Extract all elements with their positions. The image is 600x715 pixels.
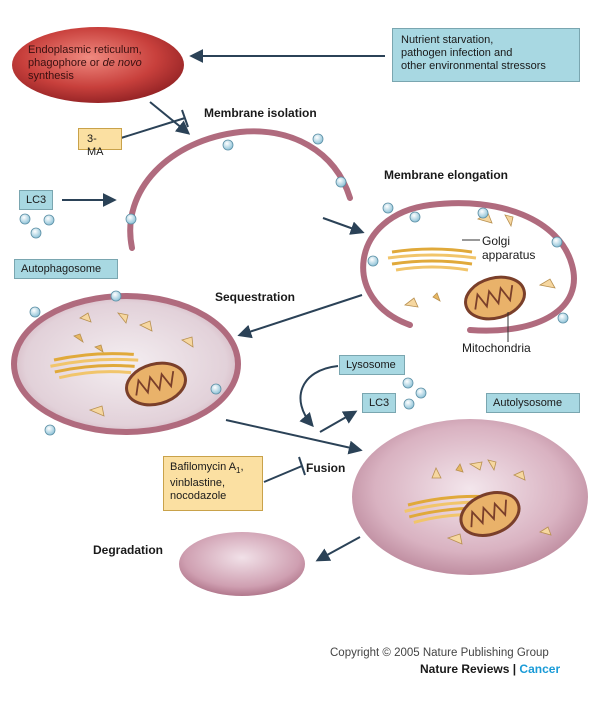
golgi-label: Golgi apparatus [482, 234, 535, 262]
journal-line: Nature Reviews | Cancer [420, 663, 560, 676]
isolation-membrane [127, 128, 353, 251]
mitochondria-label: Mitochondria [462, 341, 531, 355]
elongation-membrane [360, 200, 577, 334]
journal-separator: | [512, 662, 517, 676]
label-fusion: Fusion [306, 461, 346, 475]
three-ma-box: 3-MA [78, 128, 122, 158]
golgi-line2: apparatus [482, 248, 536, 262]
autophagosome-shape [11, 293, 241, 435]
label-degradation: Degradation [93, 543, 164, 557]
label-membrane-elongation: Membrane elongation [384, 168, 509, 182]
er-line1: Endoplasmic reticulum, [28, 44, 142, 56]
label-sequestration: Sequestration [215, 290, 296, 304]
golgi-line1: Golgi [482, 234, 511, 248]
stress-line2: pathogen infection and [401, 47, 513, 59]
er-ellipse [12, 27, 184, 103]
bafilomycin-comma: , [240, 461, 244, 473]
bafilomycin-subscript: 1 [236, 466, 241, 476]
er-line2b: de novo [102, 57, 142, 69]
copyright-text: Copyright © 2005 Nature Publishing Group [330, 647, 549, 659]
stress-box: Nutrient starvation, pathogen infection … [392, 28, 580, 82]
lc3-dots [19, 133, 569, 436]
bafilomycin-line1: Bafilomycin A1, [170, 461, 256, 477]
journal-name: Nature Reviews [420, 662, 510, 676]
label-membrane-isolation: Membrane isolation [204, 106, 317, 120]
autophagosome-box: Autophagosome [14, 259, 118, 279]
degradation-shape [179, 532, 305, 596]
lc3-left-box: LC3 [19, 190, 53, 210]
lysosome-box: Lysosome [339, 355, 405, 375]
stress-line3: other environmental stressors [401, 60, 546, 72]
bafilomycin-line2: vinblastine, [170, 477, 226, 490]
er-line2: phagophore or de novo [28, 57, 188, 70]
er-label: Endoplasmic reticulum, phagophore or de … [28, 44, 188, 83]
er-line3: synthesis [28, 70, 74, 82]
bafilomycin-name: Bafilomycin A [170, 461, 237, 473]
stress-line1: Nutrient starvation, [401, 34, 494, 46]
lc3-right-box: LC3 [362, 393, 396, 413]
bafilomycin-line3: nocodazole [170, 490, 227, 503]
bafilomycin-box: Bafilomycin A1, vinblastine, nocodazole [163, 456, 263, 511]
journal-section: Cancer [519, 662, 561, 676]
er-line2a: phagophore or [28, 57, 103, 69]
autolysosome-box: Autolysosome [486, 393, 580, 413]
